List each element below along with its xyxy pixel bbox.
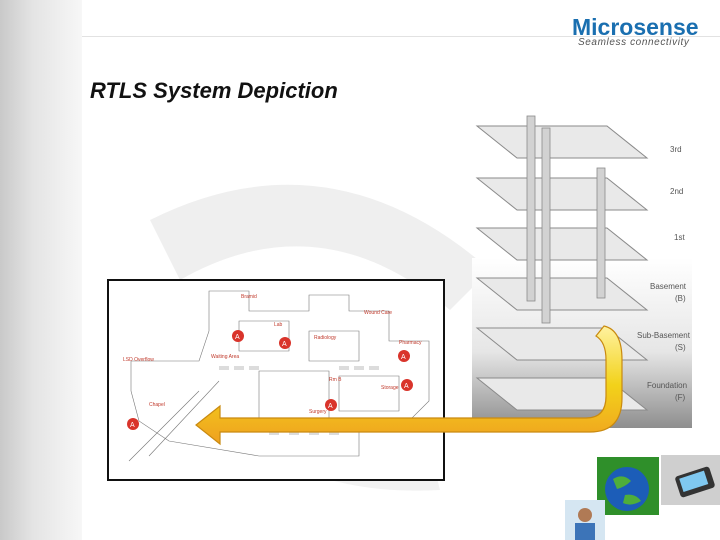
floor-plan-drawing: Bramid Wound Care Lab Radiology Pharmacy… bbox=[123, 290, 430, 462]
svg-text:A: A bbox=[401, 354, 406, 361]
asset-markers: A A A A A A bbox=[127, 330, 413, 430]
logo-name: Microsense bbox=[572, 14, 699, 40]
floor-label-3rd: 3rd bbox=[670, 145, 682, 154]
fp-label-chapel: Chapel bbox=[149, 402, 165, 408]
fp-label-radiology: Radiology bbox=[314, 335, 337, 341]
fp-label-surgery: Surgery bbox=[309, 409, 327, 415]
fp-label-pharmacy: Pharmacy bbox=[399, 340, 422, 346]
floor-label-2nd: 2nd bbox=[670, 187, 683, 196]
floor-code-sub-basement: (S) bbox=[675, 343, 686, 352]
asset-marker[interactable]: A bbox=[398, 350, 410, 362]
svg-text:A: A bbox=[282, 341, 287, 348]
header-divider bbox=[82, 36, 720, 37]
fp-label-lab: Lab bbox=[274, 322, 283, 328]
asset-marker[interactable]: A bbox=[127, 418, 139, 430]
floor-label-foundation: Foundation bbox=[647, 381, 687, 390]
photo-collage bbox=[565, 455, 720, 540]
floor-label-1st: 1st bbox=[674, 233, 685, 242]
fp-label-bramid: Bramid bbox=[241, 294, 257, 300]
left-decor-bar bbox=[0, 0, 82, 540]
fp-label-rm-b: Rm B bbox=[329, 377, 342, 383]
floor-plan-map: Bramid Wound Care Lab Radiology Pharmacy… bbox=[107, 279, 445, 481]
svg-text:A: A bbox=[404, 383, 409, 390]
operator-icon bbox=[575, 508, 595, 540]
svg-text:A: A bbox=[235, 334, 240, 341]
floor-label-basement: Basement bbox=[650, 282, 687, 291]
logo-tagline: Seamless connectivity bbox=[578, 37, 690, 48]
svg-text:A: A bbox=[130, 422, 135, 429]
asset-marker[interactable]: A bbox=[232, 330, 244, 342]
floor-label-sub-basement: Sub-Basement bbox=[637, 331, 691, 340]
building-floor-stack: 3rd 2nd 1st Basement (B) Sub-Basement (S… bbox=[472, 115, 692, 428]
asset-marker[interactable]: A bbox=[401, 379, 413, 391]
fp-label-lsd-overflow: LSD Overflow bbox=[123, 357, 154, 363]
svg-text:A: A bbox=[328, 403, 333, 410]
fp-label-storage: Storage bbox=[381, 385, 399, 391]
floor-code-basement: (B) bbox=[675, 294, 686, 303]
fp-label-waiting-area: Waiting Area bbox=[211, 354, 239, 360]
handheld-device-icon bbox=[675, 466, 715, 498]
slide-title: RTLS System Depiction bbox=[90, 78, 338, 103]
microsense-logo: Microsense Seamless connectivity bbox=[568, 14, 718, 52]
floor-code-foundation: (F) bbox=[675, 393, 686, 402]
asset-marker[interactable]: A bbox=[325, 399, 337, 411]
fp-label-wound-care: Wound Care bbox=[364, 310, 392, 316]
globe-icon bbox=[605, 467, 649, 511]
asset-marker[interactable]: A bbox=[279, 337, 291, 349]
